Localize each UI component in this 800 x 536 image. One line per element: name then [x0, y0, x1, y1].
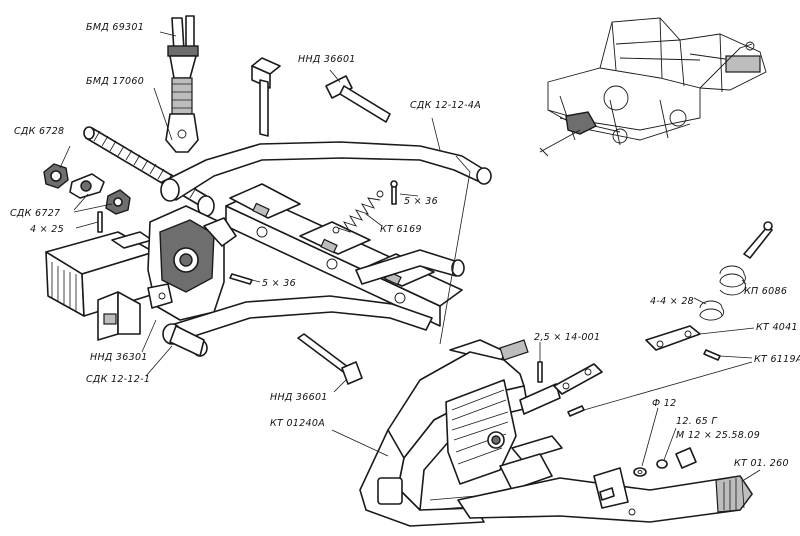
spring-assembly-right: [537, 221, 773, 417]
label-screw-4x25: 4 × 25: [30, 224, 64, 235]
label-sdk12121: СДК 12-12-1: [86, 374, 150, 385]
share-blade-kt01260: [457, 467, 753, 523]
label-chain-2-5x14: 2,5 × 14-001: [534, 332, 600, 343]
label-nnd36601-bottom: ННД 36601: [270, 392, 328, 403]
bracket-box: [45, 231, 155, 341]
label-bmd69301: БМД 69301: [86, 22, 144, 33]
label-kt01240a: КТ 01240А: [270, 418, 325, 429]
plow-body-kt01240a: [359, 339, 563, 527]
pin-nnd36601: [325, 75, 391, 123]
label-sdk6727: СДК 6727: [10, 208, 60, 219]
label-kt4041: КТ 4041: [756, 322, 798, 333]
label-kt6119a: КТ 6119А: [754, 354, 800, 365]
label-sdk6728: СДК 6728: [14, 126, 64, 137]
label-washer-d12: Ф 12: [652, 398, 677, 409]
bolt-top-nnd36601: [251, 57, 281, 137]
washers-and-bolt-right: [633, 447, 697, 477]
label-nnd36301: ННД 36301: [90, 352, 148, 363]
small-pin-top: [390, 180, 398, 205]
label-kt01260: КТ 01. 260: [734, 458, 789, 469]
label-pin-5x36-top: 5 × 36: [404, 196, 438, 207]
leader-lines: [59, 31, 761, 481]
upper-frame-tube-sdk12124a: [160, 141, 492, 217]
lower-frame-tube-sdk12121: [162, 295, 433, 357]
label-nnd36601-top: ННД 36601: [298, 54, 356, 65]
assembled-machine-inset: [539, 17, 767, 157]
part-labels: БМД 69301 БМД 17060 ННД 36601 СДК 12-12-…: [10, 22, 800, 469]
label-sdk12124a: СДК 12-12-4А: [410, 100, 481, 111]
label-kp6086: КП 6086: [744, 286, 787, 297]
label-pin-5x36-mid: 5 × 36: [262, 278, 296, 289]
label-bolt-m12: М 12 × 25.58.09: [676, 430, 760, 441]
cross-beam-assembly: [225, 183, 465, 327]
adjusting-link-bmd69301: [165, 15, 199, 153]
spring-kt6169: [332, 190, 384, 234]
bolt-bottom-nnd36601: [297, 333, 363, 385]
label-washer-12-65g: 12. 65 Г: [676, 416, 717, 427]
label-pin-4-4x28: 4-4 × 28: [650, 296, 694, 307]
label-bmd17060: БМД 17060: [86, 76, 144, 87]
label-kt6169: КТ 6169: [380, 224, 422, 235]
hitch-bracket-nnd36301: [147, 205, 237, 321]
small-pin-mid: [229, 273, 253, 285]
nuts-and-washers: [43, 163, 131, 233]
